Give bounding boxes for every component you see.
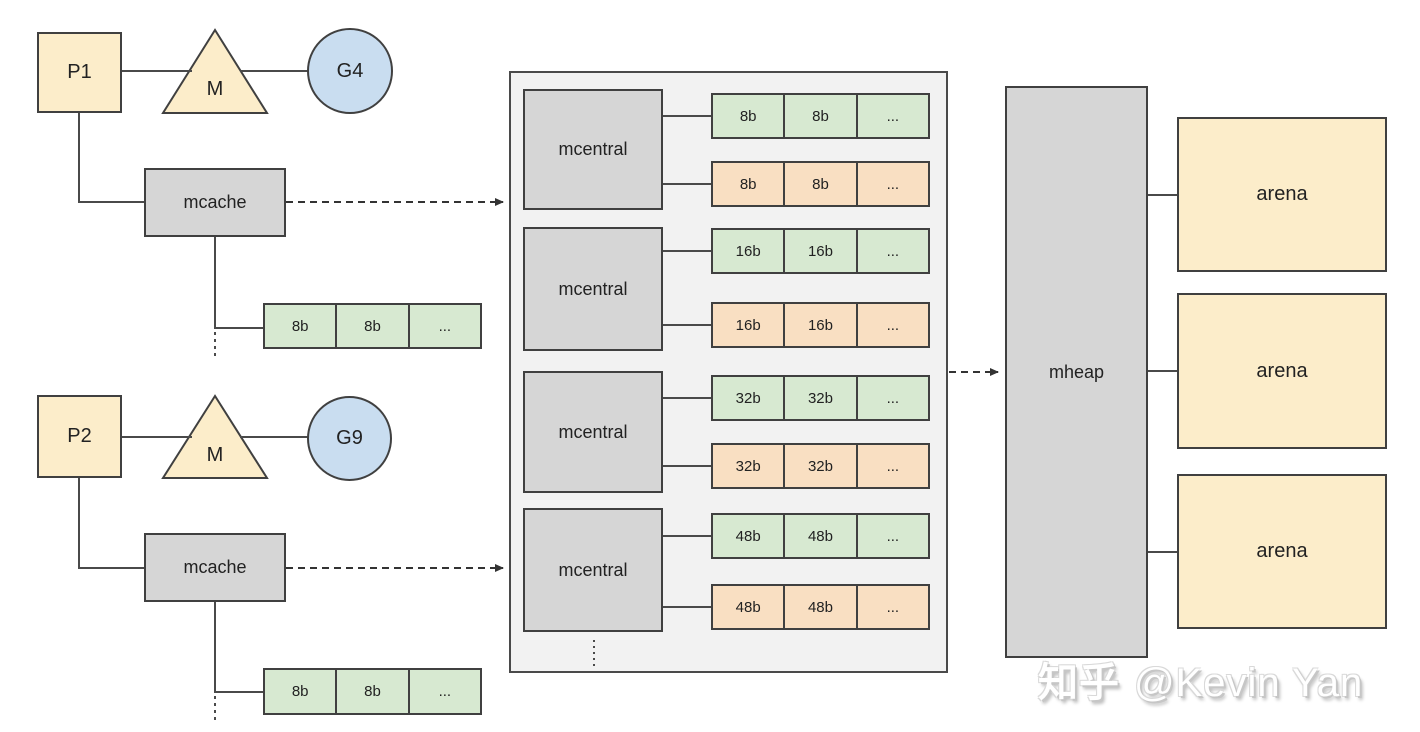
mcentral-4-empty-row: 48b 48b ... [711,584,930,630]
watermark: 知乎 @Kevin Yan [1038,650,1363,708]
mcentral-2-empty-row: 16b 16b ... [711,302,930,348]
link-p2-mcache [78,478,144,569]
machine-m1-label: M [206,77,224,100]
mcentral-3-empty-row: 32b 32b ... [711,443,930,489]
span-cell-ellipsis: ... [855,95,928,137]
processor-p2-label: P2 [67,425,92,447]
mcentral-1-empty-row: 8b 8b ... [711,161,930,207]
span-cell: 32b [783,377,855,419]
span-cell: 8b [739,107,757,125]
mcentral-4: mcentral [523,508,663,632]
span-cell: 48b [735,598,761,616]
mcentral-1-nonempty-row: 8b 8b ... [711,93,930,139]
mcentral-2: mcentral [523,227,663,351]
span-cell-ellipsis: ... [855,230,928,272]
watermark-site: 知乎 [1038,661,1120,705]
span-cell: 32b [735,389,761,407]
mcache-1-span-row: 8b 8b ... [263,303,482,349]
goroutine-g9: G9 [307,396,392,481]
mcentral-3-nonempty-row: 32b 32b ... [711,375,930,421]
span-cell-ellipsis: ... [855,304,928,346]
processor-p1-label: P1 [67,61,92,83]
mcentral-1-label: mcentral [558,139,628,159]
span-cell: 48b [735,527,761,545]
watermark-author: @Kevin Yan [1134,661,1364,705]
link-mcache1-span [214,237,263,329]
span-cell: 16b [783,230,855,272]
mcentral-3: mcentral [523,371,663,493]
mcache-1-label: mcache [183,192,247,212]
span-cell: 48b [783,515,855,557]
arena-3-label: arena [1256,540,1308,562]
mcentral-4-label: mcentral [558,559,628,580]
mcentral-4-nonempty-row: 48b 48b ... [711,513,930,559]
span-cell: 8b [291,317,309,335]
span-cell: 16b [735,242,761,260]
processor-p2: P2 [37,395,122,478]
arena-2: arena [1177,293,1387,449]
span-cell: 32b [783,445,855,487]
processor-p1: P1 [37,32,122,113]
arena-2-label: arena [1256,359,1308,382]
link-mcache2-span [214,602,263,693]
mcentral-2-nonempty-row: 16b 16b ... [711,228,930,274]
link-p1-mcache [78,113,144,203]
span-cell: 8b [783,95,855,137]
mcache-1: mcache [144,168,286,237]
mheap: mheap [1005,86,1148,658]
arena-1: arena [1177,117,1387,272]
span-cell: 16b [783,304,855,346]
span-cell: 16b [735,316,761,334]
machine-m2-label: M [206,443,224,466]
span-cell-ellipsis: ... [407,670,480,713]
span-cell: 8b [335,670,407,713]
goroutine-g9-label: G9 [336,427,363,449]
mcache-2-span-row: 8b 8b ... [263,668,482,715]
span-cell: 8b [291,683,309,700]
mcache-2-label: mcache [183,557,247,577]
span-cell-ellipsis: ... [855,377,928,419]
span-cell: 8b [335,305,407,347]
mcentral-2-label: mcentral [558,278,628,299]
span-cell-ellipsis: ... [855,445,928,487]
span-cell: 8b [739,175,757,193]
mcache-2: mcache [144,533,286,602]
span-cell: 8b [783,163,855,205]
span-cell: 32b [735,457,761,475]
mcentral-1: mcentral [523,89,663,210]
goroutine-g4-label: G4 [336,59,364,82]
span-cell-ellipsis: ... [855,515,928,557]
arena-1-label: arena [1256,183,1308,205]
goroutine-g4: G4 [307,28,393,114]
span-cell-ellipsis: ... [855,163,928,205]
span-cell-ellipsis: ... [855,586,928,628]
mcentral-3-label: mcentral [558,421,628,442]
arena-3: arena [1177,474,1387,629]
mheap-label: mheap [1048,361,1105,382]
span-cell-ellipsis: ... [407,305,480,347]
span-cell: 48b [783,586,855,628]
